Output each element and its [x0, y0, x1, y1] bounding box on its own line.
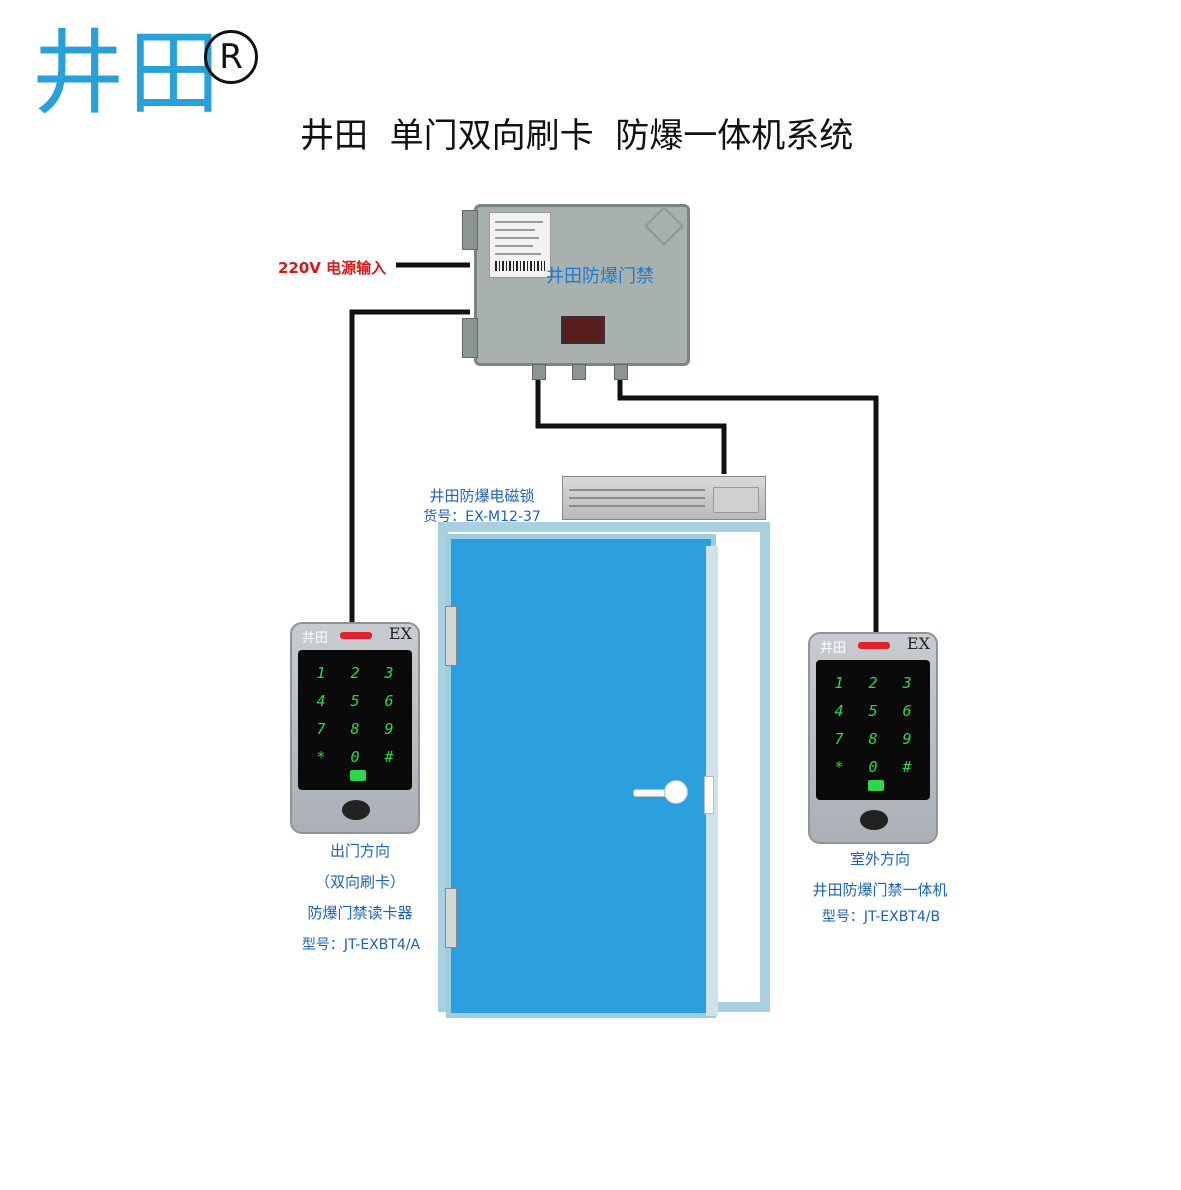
door-handle-rose [664, 780, 688, 804]
keypad-key: # [902, 758, 912, 776]
controller-label: 井田防爆门禁 [546, 266, 654, 287]
card-icon [350, 770, 366, 781]
exit-reader-line-3: 防爆门禁读卡器 [307, 904, 413, 922]
cable-gland-icon [572, 364, 586, 380]
controller-latch [462, 210, 478, 250]
reader-ex-badge: EX [906, 634, 930, 653]
exit-reader-line-1: 出门方向 [329, 842, 390, 860]
keypad-key: 9 [384, 720, 394, 738]
keypad-key: 1 [834, 674, 844, 692]
outdoor-reader-wire [617, 372, 879, 632]
keypad-key: 7 [316, 720, 326, 738]
keypad-key: 8 [350, 720, 360, 738]
keypad-key: 6 [384, 692, 394, 710]
magnetic-lock [562, 476, 766, 520]
cable-gland-icon [532, 364, 546, 380]
brand-logo: 井田 [32, 20, 225, 127]
outdoor-card-reader: 井田 EX 1 2 3 4 5 6 7 8 9 * 0 # [808, 632, 938, 844]
keypad-key: 5 [350, 692, 360, 710]
keypad-key: 6 [902, 702, 912, 720]
exit-reader-model: 型号：JT-EXBT4/A [301, 937, 421, 953]
door [446, 534, 716, 1018]
keypad-key: 2 [350, 664, 360, 682]
keypad-key: 5 [868, 702, 878, 720]
status-led [340, 632, 372, 639]
keypad-key: 3 [384, 664, 394, 682]
indicator-window [561, 316, 605, 344]
keypad-panel: 1 2 3 4 5 6 7 8 9 * 0 # [816, 660, 930, 800]
strike-plate [704, 776, 714, 814]
keypad-key: 7 [834, 730, 844, 748]
reader-brand: 井田 [302, 631, 329, 646]
maglock-wire [535, 372, 727, 474]
keypad-key: 3 [902, 674, 912, 692]
keypad-key: * [834, 758, 844, 776]
reader-ex-badge: EX [388, 624, 412, 643]
hinge [445, 888, 457, 948]
keypad-key: 1 [316, 664, 326, 682]
fingerprint-sensor-icon [860, 810, 888, 830]
cable-gland-icon [614, 364, 628, 380]
outdoor-reader-model: 型号：JT-EXBT4/B [821, 909, 941, 925]
keypad-key: 4 [316, 692, 326, 710]
registered-mark-icon: R [204, 30, 258, 84]
hinge [445, 606, 457, 666]
outdoor-reader-line-2: 井田防爆门禁一体机 [812, 881, 948, 899]
exit-reader-line-2: （双向刷卡） [314, 873, 405, 891]
exit-card-reader: 井田 EX 1 2 3 4 5 6 7 8 9 * 0 # [290, 622, 420, 834]
keypad-key: # [384, 748, 394, 766]
keypad-key: 8 [868, 730, 878, 748]
keypad-key: 0 [350, 748, 360, 766]
keypad-key: 2 [868, 674, 878, 692]
nameplate [489, 212, 551, 278]
power-input-label: 220V 电源输入 [278, 259, 387, 277]
keypad-key: 0 [868, 758, 878, 776]
keypad-key: 4 [834, 702, 844, 720]
keypad-key: 9 [902, 730, 912, 748]
status-led [858, 642, 890, 649]
fingerprint-sensor-icon [342, 800, 370, 820]
maglock-model: 货号：EX-M12-37 [423, 509, 541, 525]
diagram-title: 井田 单门双向刷卡 防爆一体机系统 [300, 116, 854, 156]
controller-latch [462, 318, 478, 358]
maglock-name: 井田防爆电磁锁 [429, 487, 535, 505]
outdoor-reader-line-1: 室外方向 [849, 850, 910, 868]
keypad-key: * [316, 748, 326, 766]
keypad-panel: 1 2 3 4 5 6 7 8 9 * 0 # [298, 650, 412, 790]
card-icon [868, 780, 884, 791]
reader-brand: 井田 [820, 641, 847, 656]
exit-reader-wire [349, 309, 470, 622]
